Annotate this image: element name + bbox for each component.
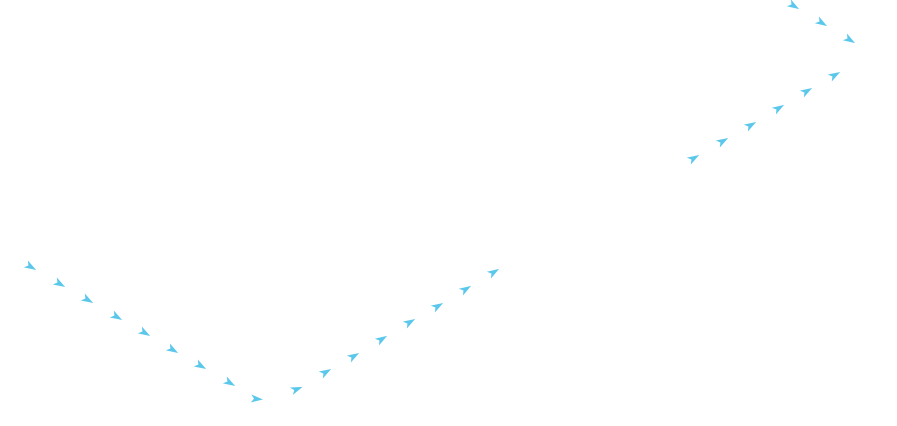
path-lower-left-valley-arrow-marker [52, 277, 66, 288]
path-lower-left-valley-arrow-marker [222, 376, 236, 387]
path-upper-right-rising-arrow-marker [771, 104, 785, 115]
path-upper-right-rising-arrow-marker [799, 87, 813, 98]
path-lower-left-valley-arrow-marker [458, 285, 472, 296]
path-lower-left-valley-arrow-marker [109, 310, 123, 321]
path-lower-left-valley-arrow-marker [402, 318, 416, 329]
path-lower-left-valley-arrow-marker [80, 293, 94, 304]
path-lower-left-valley-arrow-marker [486, 268, 500, 279]
path-lower-left-valley-arrow-marker [137, 326, 151, 337]
path-lower-left-valley-arrow-marker [430, 302, 444, 313]
path-lower-left-valley-arrow-marker [346, 352, 360, 363]
path-upper-right-top-arrow-marker [814, 16, 828, 27]
path-upper-right-rising-arrow-marker [827, 72, 841, 82]
path-upper-right-top-arrow-marker [786, 0, 800, 10]
path-upper-right-rising-arrow-marker [743, 121, 757, 132]
path-lower-left-valley-arrow-marker [193, 359, 207, 370]
path-upper-right-rising-arrow-marker [715, 137, 729, 148]
path-lower-left-valley-arrow-marker [289, 386, 303, 395]
path-lower-left-valley-arrow-marker [23, 260, 37, 271]
path-lower-left-valley-arrow-marker [165, 343, 179, 354]
path-lower-left-valley-arrow-marker [318, 368, 332, 379]
path-lower-left-valley-arrow-marker [374, 335, 388, 346]
path-upper-right-rising-arrow-marker [686, 154, 700, 165]
path-upper-right-top-arrow-marker [842, 33, 856, 44]
path-lower-left-valley-arrow-marker [250, 394, 263, 403]
